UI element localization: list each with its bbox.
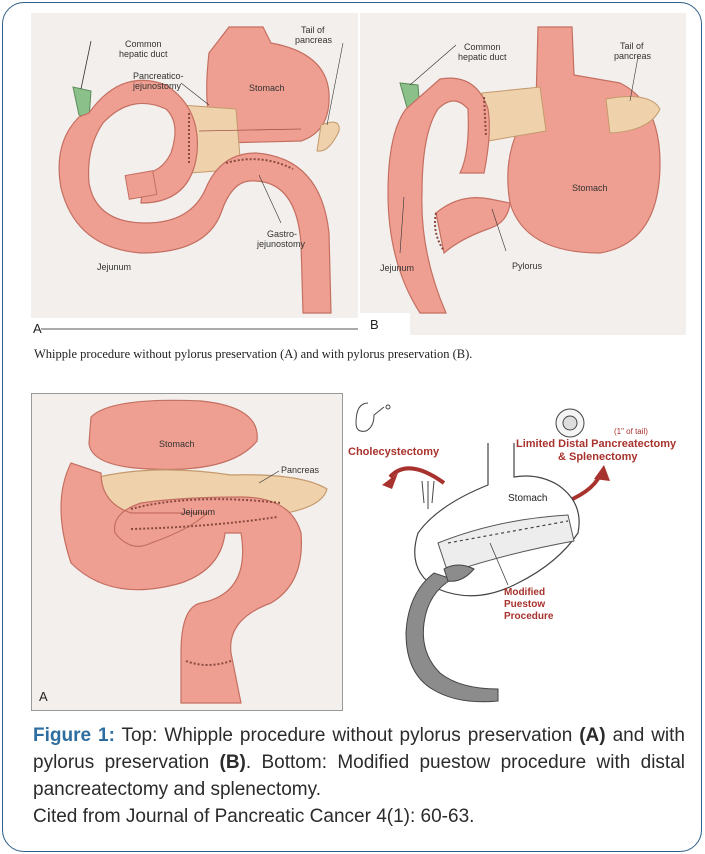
label-jejunum-b: Jejunum: [380, 263, 414, 273]
caption-text-1: Top: Whipple procedure without pylorus p…: [115, 725, 579, 746]
label-stomach-a: Stomach: [249, 83, 285, 93]
caption-bold-a: (A): [579, 725, 605, 746]
label-pancreaticojejunostomy-a: Pancreatico-jejunostomy: [132, 71, 184, 91]
figure-label: Figure 1:: [33, 725, 115, 746]
label-cholecystectomy: Cholecystectomy: [348, 446, 440, 458]
caption-bold-b: (B): [220, 752, 246, 773]
panel-letter-b-top: B: [370, 317, 379, 332]
label-stomach-b: Stomach: [572, 183, 608, 193]
label-one-inch-of-tail: (1" of tail): [614, 427, 648, 436]
top-figure-caption: Whipple procedure without pylorus preser…: [34, 347, 684, 362]
bottom-panel-a: Stomach Pancreas Jejunum A: [31, 393, 343, 711]
label-pylorus-b: Pylorus: [512, 261, 543, 271]
label-jejunum-a: Jejunum: [97, 262, 131, 272]
citation: Cited from Journal of Pancreatic Cancer …: [33, 803, 685, 830]
label-stomach-bottom-a: Stomach: [159, 439, 195, 449]
panel-letter-a-bottom: A: [39, 689, 48, 704]
label-jejunum-bottom-a: Jejunum: [181, 507, 215, 517]
label-pancreas-bottom-a: Pancreas: [281, 465, 320, 475]
panel-letter-a-top: A: [33, 321, 42, 335]
label-stomach-bottom-b: Stomach: [508, 493, 547, 504]
figure-caption: Figure 1: Top: Whipple procedure without…: [33, 722, 685, 830]
bottom-panel-b: Cholecystectomy (1" of tail) Limited Dis…: [348, 393, 688, 711]
